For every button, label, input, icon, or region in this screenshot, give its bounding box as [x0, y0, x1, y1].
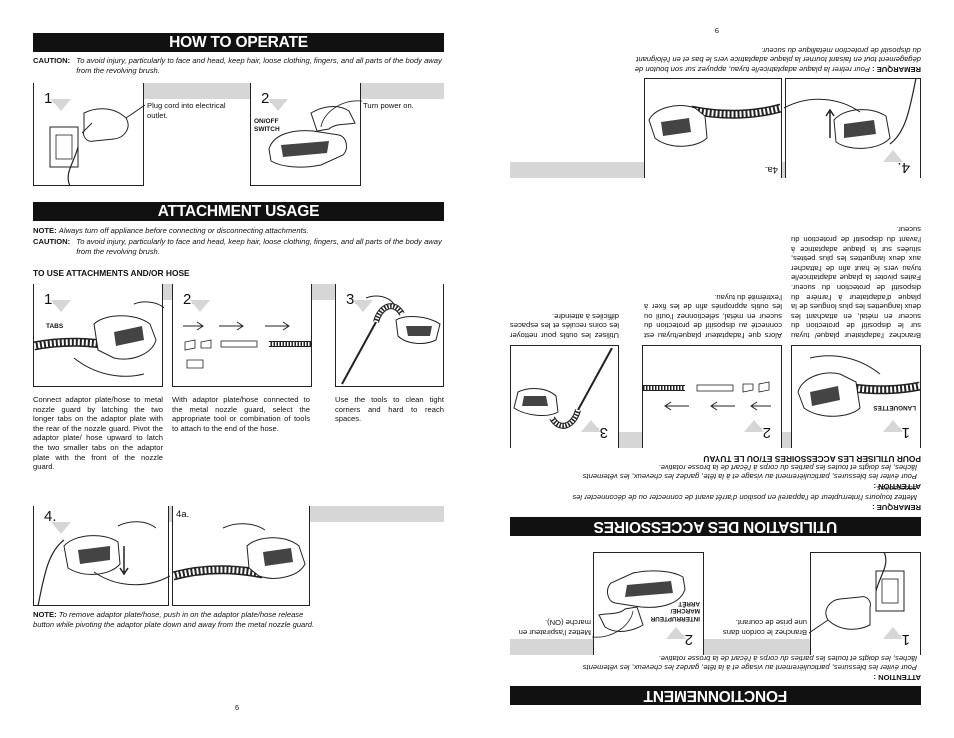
fr-step-4-number: 4.: [897, 159, 910, 176]
fr-operate-step-2-text: Mettez l'aspirateur en marche (ON).: [518, 618, 591, 637]
fr-attachment-step-2-illustration: [642, 345, 782, 448]
fr-operate-step-1-text: Branchez le cordon dans une prise de cou…: [722, 618, 807, 637]
fr-operate-step-1-illustration: [809, 552, 921, 655]
caution2-label: CAUTION:: [33, 237, 71, 246]
note-label: NOTE:: [33, 226, 57, 235]
attachment-step-3-triangle: [353, 300, 373, 312]
note2-block: NOTE: To remove adaptor plate/hose, push…: [33, 610, 323, 629]
fr-attachment-step-1-triangle: [883, 420, 903, 432]
utilisation-accessoires-header: UTILISATION DES ACCESSOIRES: [510, 517, 921, 536]
operate-step-1-text: Plug cord into electrical outlet.: [147, 101, 226, 120]
fr-operate-step-2-illustration: [592, 552, 704, 655]
tabs-label: TABS: [46, 323, 64, 330]
page-number-6: 6: [235, 703, 240, 712]
fr-step-4a-illustration: [644, 78, 782, 178]
note2-text: To remove adaptor plate/hose, push in on…: [33, 610, 315, 629]
caution-block: CAUTION: To avoid injury, particularly t…: [33, 56, 444, 75]
fr-attachment-step-1-text: Branchez l'adaptateur plaque/ tuyau sur …: [791, 225, 921, 340]
operate-step-2-triangle: [268, 99, 288, 111]
remarque-label: REMARQUE :: [872, 503, 921, 512]
attachment-step-1-triangle: [51, 300, 71, 312]
attention2-block: ATTENTION : Pour éviter les blessures, p…: [510, 462, 921, 491]
attention-block: ATTENTION : Pour éviter les blessures, p…: [510, 653, 921, 682]
caution2-text: To avoid injury, particularly to face an…: [76, 237, 442, 256]
fr-operate-step-2-triangle: [666, 627, 686, 639]
step-4-triangle: [51, 522, 71, 534]
attachments-subhead: TO USE ATTACHMENTS AND/OR HOSE: [33, 268, 190, 278]
on-off-switch-label: ON/OFF SWITCH: [254, 118, 280, 133]
fr-step-4-triangle: [883, 150, 903, 162]
fr-operate-step-1-triangle: [883, 627, 903, 639]
interrupteur-label: INTERRUPTEUR MARCHE/ ARRÊT: [650, 599, 700, 622]
how-to-operate-header: HOW TO OPERATE: [33, 33, 444, 52]
note-block: NOTE: Always turn off appliance before c…: [33, 226, 444, 236]
operate-step-1-triangle: [51, 99, 71, 111]
operate-step-2-text: Turn power on.: [363, 101, 414, 110]
fonctionnement-header: FONCTIONNEMENT: [510, 686, 921, 705]
fr-attachment-step-3-illustration: [510, 345, 619, 448]
attention2-label: ATTENTION :: [873, 482, 921, 491]
fr-attachment-step-3-triangle: [581, 420, 601, 432]
fr-attachment-step-3-text: Utilisez les outils pour nettoyer les co…: [510, 311, 619, 340]
fr-attachment-step-2-triangle: [744, 420, 764, 432]
fr-step-4a-number: 4a.: [764, 164, 778, 175]
attachment-step-2-text: With adaptor plate/hose connected to the…: [172, 395, 310, 433]
step-4a-number: 4a.: [176, 509, 190, 520]
attachment-step-2-triangle: [190, 300, 210, 312]
fr-attachment-step-2-text: Alors que l'adaptateur plaque/tuyau est …: [644, 292, 782, 340]
attention-text: Pour éviter les blessures, particulièrem…: [582, 653, 917, 673]
note2-label: NOTE:: [33, 610, 57, 619]
caution2-block: CAUTION: To avoid injury, particularly t…: [33, 237, 444, 256]
attachment-step-1-text: Connect adaptor plate/hose to metal nozz…: [33, 395, 163, 472]
attachment-step-3-illustration: [335, 284, 444, 387]
right-page-rotated: FONCTIONNEMENT ATTENTION : Pour éviter l…: [477, 0, 954, 738]
operate-step-2-illustration: [250, 83, 362, 186]
step-4a-illustration: [172, 506, 310, 606]
fr-step-4-illustration: [784, 78, 921, 178]
attachment-step-3-text: Use the tools to clean tight corners and…: [335, 395, 444, 424]
caution-label: CAUTION:: [33, 56, 71, 65]
attachment-usage-header: ATTACHMENT USAGE: [33, 202, 444, 221]
remarque-top-label: REMARQUE :: [872, 65, 921, 74]
step-4-number: 4.: [44, 508, 57, 525]
attention2-text: Pour éviter les blessures, particulièrem…: [582, 462, 917, 482]
fr-attachments-subhead: POUR UTILISER LES ACCESSOIRES ET/OU LE T…: [703, 454, 921, 464]
caution-text: To avoid injury, particularly to face an…: [76, 56, 442, 75]
page-number-9: 9: [714, 26, 719, 35]
note-text: Always turn off appliance before connect…: [58, 226, 309, 235]
fr-attachment-step-1-illustration: [791, 345, 921, 448]
attention-label: ATTENTION :: [873, 673, 921, 682]
remarque-top-block: REMARQUE : Pour retirer la plaque adapta…: [631, 45, 921, 74]
languettes-label: LANGUETTES: [873, 404, 916, 411]
